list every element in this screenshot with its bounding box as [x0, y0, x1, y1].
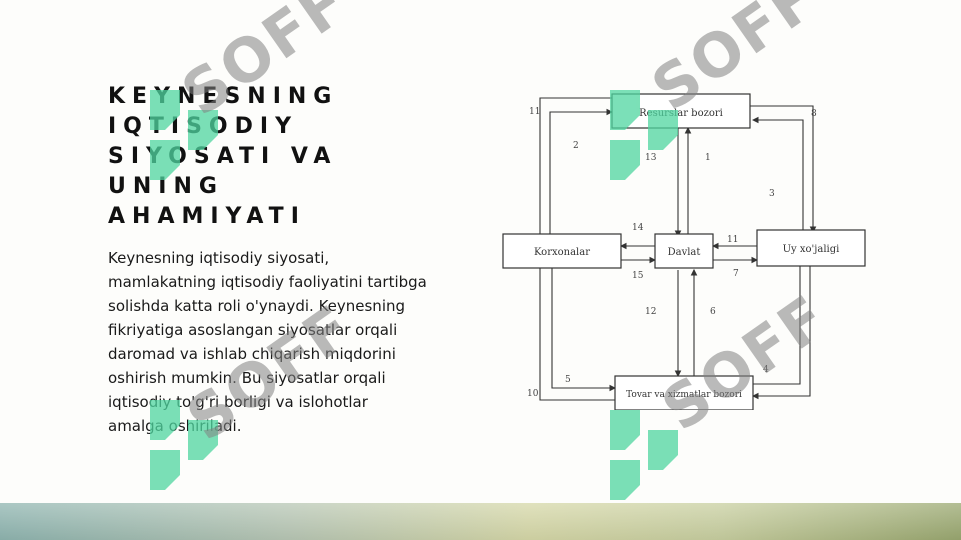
node-households: Uy xo'jaligi	[756, 229, 866, 267]
flow-number: 11	[727, 235, 738, 245]
node-government: Davlat	[654, 233, 714, 269]
flow-line	[551, 268, 617, 392]
flow-line	[751, 116, 804, 232]
footer-band-overlay	[0, 503, 961, 540]
node-label: Davlat	[668, 247, 701, 258]
flow-number: 11	[529, 107, 540, 117]
node-label: Tovar va xizmatlar bozori	[626, 390, 742, 400]
flow-number: 1	[705, 153, 711, 163]
node-label: Korxonalar	[534, 247, 590, 258]
node-firms: Korxonalar	[502, 233, 622, 269]
flow-number: 7	[733, 269, 739, 279]
node-label: Resurslar bozori	[639, 108, 723, 119]
flow-number: 14	[632, 223, 644, 233]
flow-line	[750, 105, 817, 234]
flow-number: 8	[811, 109, 817, 119]
flow-number: 10	[527, 389, 539, 399]
node-goods-market: Tovar va xizmatlar bozori	[614, 375, 754, 410]
flow-line	[539, 268, 615, 401]
footer-decorative-band	[0, 503, 961, 540]
flow-line	[549, 108, 614, 236]
flow-number: 6	[710, 307, 716, 317]
flow-number: 13	[645, 153, 657, 163]
flow-number: 5	[565, 375, 571, 385]
slide-title: Keynesning iqtisodiy siyosati va uning a…	[108, 84, 339, 229]
flow-line	[539, 97, 612, 236]
flow-number: 3	[769, 189, 775, 199]
flow-number: 4	[763, 365, 769, 375]
node-label: Uy xo'jaligi	[783, 244, 840, 255]
flow-line	[750, 254, 804, 385]
flow-number: 12	[645, 307, 656, 317]
flow-number: 15	[632, 271, 644, 281]
flow-line	[751, 256, 811, 400]
flow-number: 2	[573, 141, 579, 151]
